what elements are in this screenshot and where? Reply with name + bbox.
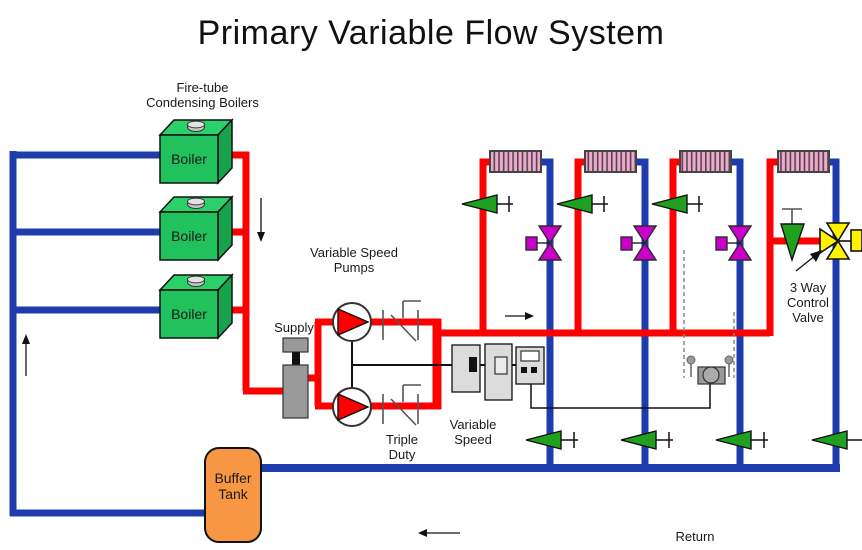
boiler-1-vent-icon [187, 120, 205, 129]
pump-1-impeller-icon [337, 307, 370, 337]
coil-3 [679, 150, 732, 173]
coil-2 [584, 150, 637, 173]
supply-valve [282, 337, 309, 419]
balance-valve-return-4 [811, 430, 862, 450]
boiler-2-vent-icon [187, 197, 205, 206]
boiler-3-vent-icon [187, 275, 205, 284]
sensor-wire [530, 384, 711, 409]
return-piping [9, 151, 840, 517]
flow-arrow-left-icon [418, 529, 460, 537]
control-valve-2 [620, 225, 658, 261]
pump-2 [332, 387, 372, 427]
balance-valve-return-1 [525, 430, 578, 450]
bypass-balance-valve [780, 208, 805, 263]
triple-duty-label: Triple Duty [385, 432, 419, 462]
pump-1 [332, 302, 372, 342]
coil-1 [489, 150, 542, 173]
triple-duty-valve-2 [382, 384, 421, 426]
pump-2-impeller-icon [337, 392, 370, 422]
coil-4 [777, 150, 830, 173]
balance-valve-supply-1 [461, 194, 513, 214]
balance-valve-return-2 [620, 430, 673, 450]
flow-arrow-up-icon [22, 334, 30, 376]
control-valve-2-actuator [620, 236, 633, 251]
three-way-valve-actuator [850, 229, 862, 252]
flow-arrow-right-icon [505, 312, 534, 320]
control-valve-3 [715, 225, 753, 261]
vfd-panel-2 [484, 343, 513, 401]
boiler-1 [158, 118, 234, 185]
three-way-valve [819, 222, 862, 260]
three-way-label-arrow-icon [795, 250, 822, 272]
balance-valve-supply-2 [556, 194, 608, 214]
boiler-3 [158, 273, 234, 340]
boiler-2 [158, 195, 234, 262]
dp-sensor [683, 250, 735, 385]
triple-duty-valve-1 [382, 300, 421, 342]
buffer-tank [204, 447, 262, 543]
control-valve-1-actuator [525, 236, 538, 251]
balance-valve-return-3 [715, 430, 768, 450]
vfd-panel-1 [451, 344, 481, 393]
control-valve-1 [525, 225, 563, 261]
vfd-panel-3 [515, 346, 545, 385]
control-valve-3-actuator [715, 236, 728, 251]
flow-arrow-down-icon [257, 198, 265, 242]
balance-valve-supply-3 [651, 194, 703, 214]
